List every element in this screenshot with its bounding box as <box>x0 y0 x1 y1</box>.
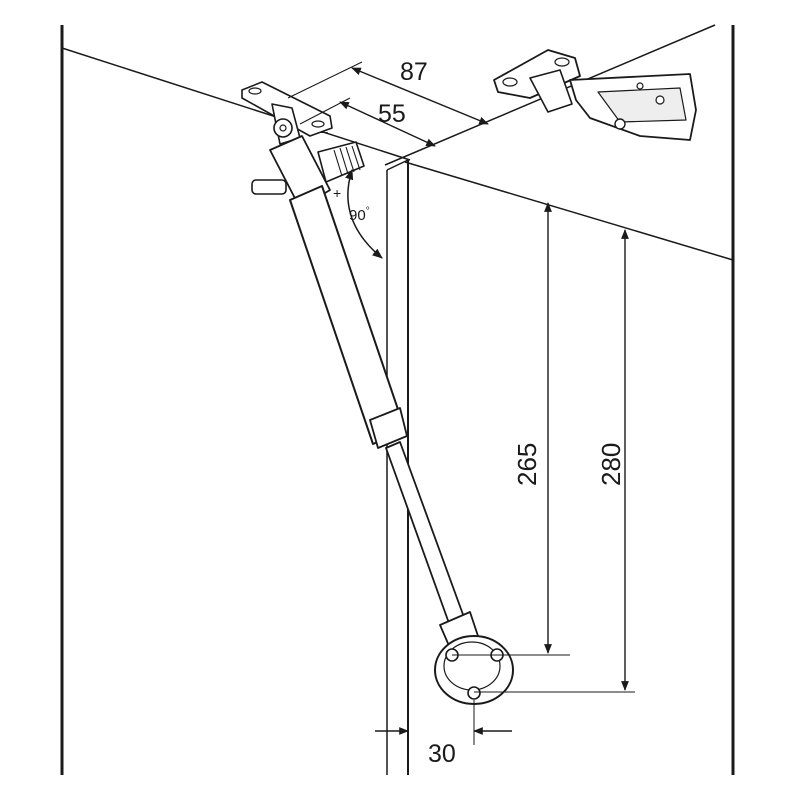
minus-symbol: – <box>320 123 328 139</box>
stay-length-dimensions <box>452 202 635 693</box>
dimension-label-280: 280 <box>596 443 626 486</box>
piston-rod <box>385 441 466 627</box>
pivot-pin-center <box>279 124 287 132</box>
side-offset-dimension <box>375 700 512 745</box>
hinge-adjust-screw <box>614 118 626 130</box>
dimension-line-55 <box>339 101 436 147</box>
plate-screw-hole <box>311 120 325 128</box>
hinge-adjust-screw <box>655 95 665 105</box>
dimension-label-87: 87 <box>400 58 428 86</box>
dimension-label-30: 30 <box>428 740 456 768</box>
plate-screw-hole <box>248 87 262 95</box>
panel-top-edge <box>386 159 409 171</box>
concealed-hinge <box>493 49 697 141</box>
dimension-label-55: 55 <box>378 100 406 128</box>
lid-top-left-edge <box>61 47 411 161</box>
cylinder-end-cap <box>369 407 408 449</box>
angle-arc <box>345 168 383 259</box>
plus-symbol: + <box>333 185 341 201</box>
lid-stay <box>241 81 514 705</box>
hinge-plate-hole <box>554 57 570 67</box>
extension-line-87 <box>287 61 363 99</box>
dimension-label-265: 265 <box>512 443 542 486</box>
hinge-arm-detail <box>597 87 687 123</box>
cabinet-outline <box>60 24 735 775</box>
hinge-plate-hole <box>502 77 518 87</box>
lid-bottom-edge <box>404 161 734 261</box>
dimension-line-87 <box>351 67 489 125</box>
hinge-adjust-screw <box>636 82 644 90</box>
hinge-cup <box>529 69 573 113</box>
adjustment-rod <box>251 179 287 195</box>
mount-screw <box>467 686 481 700</box>
opening-angle-indicator: 90° – + <box>320 123 383 259</box>
angle-label: 90° <box>349 206 370 224</box>
lid-dimensions <box>287 61 489 147</box>
